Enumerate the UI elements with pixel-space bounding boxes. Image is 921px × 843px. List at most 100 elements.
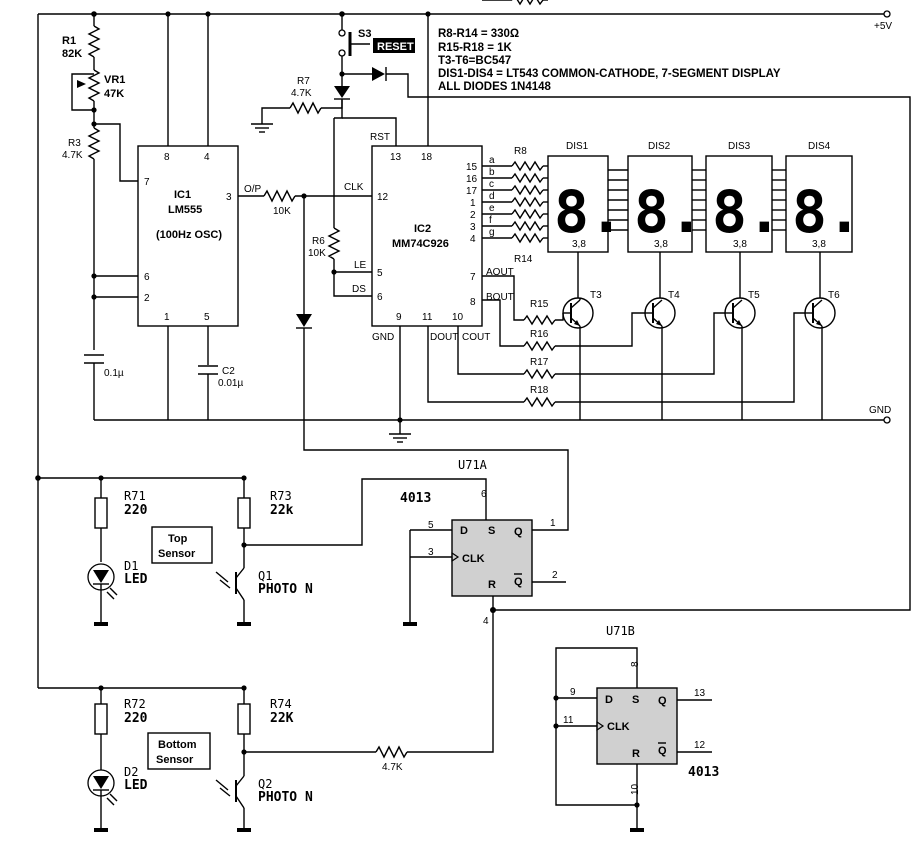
r3-name: R3 xyxy=(68,138,81,149)
display-pin-label: 3,8 xyxy=(812,239,826,250)
c1-value: 0.1µ xyxy=(104,368,124,379)
s3-name: S3 xyxy=(358,28,371,40)
svg-text:Sensor: Sensor xyxy=(158,548,196,560)
seg-pin-label: 4 xyxy=(470,234,476,245)
seg-pin-label: 1 xyxy=(470,198,476,209)
d1-name: D1 xyxy=(124,559,138,573)
ic2-pin-label: 11 xyxy=(422,312,433,323)
ic1-desc: (100Hz OSC) xyxy=(156,229,222,241)
u71a-pin-label: 5 xyxy=(428,520,434,531)
d2-type: LED xyxy=(124,778,148,793)
q2-phototransistor xyxy=(215,775,251,832)
u71b-pin-label: 11 xyxy=(563,715,574,726)
r71-resistor xyxy=(94,478,108,562)
u71b-pins xyxy=(553,647,712,832)
note-line: R15-R18 = 1K xyxy=(438,42,513,54)
seg-letter: c xyxy=(489,179,494,190)
ic2-rst-label: RST xyxy=(370,132,390,143)
r1-name: R1 xyxy=(62,35,76,47)
u71b-part: 4013 xyxy=(688,765,719,780)
display-pin-label: 3,8 xyxy=(572,239,586,250)
ic2-pin-label: 12 xyxy=(377,192,389,203)
seg-pin-label: 16 xyxy=(466,174,478,185)
ic2-cout-label: COUT xyxy=(462,332,490,343)
r74-resistor xyxy=(237,612,494,776)
reset-diodes xyxy=(334,67,911,611)
transistor-t6 xyxy=(804,297,836,420)
r74-value: 22K xyxy=(270,711,294,726)
r6-value: 10K xyxy=(308,248,326,259)
u71b-pin-label: 13 xyxy=(694,688,706,699)
ic1-pin-label: 1 xyxy=(164,312,170,323)
u71a-pin-label: 2 xyxy=(552,570,558,581)
seg-letter: f xyxy=(489,215,492,226)
base-resistor-wiring xyxy=(427,275,805,408)
u71a-body xyxy=(451,519,533,597)
ic2-name: IC2 xyxy=(414,223,431,235)
ic1-pin-label: 3 xyxy=(226,192,232,203)
segment-resistors xyxy=(481,0,549,243)
display-dis2: 8. 3,8 xyxy=(627,155,704,253)
seg-letter: d xyxy=(489,191,495,202)
r72-name: R72 xyxy=(124,697,146,711)
seg-pin-label: 3 xyxy=(470,222,476,233)
ic2-body xyxy=(371,145,483,327)
ic1-pin-label: 2 xyxy=(144,293,150,304)
seg-pin-label: 17 xyxy=(466,186,478,197)
r3-value: 4.7K xyxy=(62,150,83,161)
r7-name: R7 xyxy=(297,76,310,87)
r6-resistor xyxy=(327,118,372,297)
u71b-pin-label: 9 xyxy=(570,687,576,698)
u71a-pins xyxy=(403,529,566,626)
r71-name: R71 xyxy=(124,489,146,503)
ic1-pin-label: 4 xyxy=(204,152,210,163)
ic2-ground xyxy=(388,326,412,443)
note-line: ALL DIODES 1N4148 xyxy=(438,81,552,93)
transistor-t4 xyxy=(644,297,676,420)
reset-button-label-bg xyxy=(373,38,415,53)
t6-name: T6 xyxy=(828,290,840,301)
r73-resistor xyxy=(237,478,487,568)
ic2-pin-label: 7 xyxy=(470,272,476,283)
u71a-s-label: S xyxy=(488,525,495,537)
u71b-q-label: Q xyxy=(658,695,667,707)
d2-name: D2 xyxy=(124,765,138,779)
u71a-pin-label: 3 xyxy=(428,547,434,558)
t3-name: T3 xyxy=(590,290,602,301)
vr1-potentiometer xyxy=(71,69,101,128)
ic1-pin-label: 8 xyxy=(164,152,170,163)
r73-value: 22k xyxy=(270,503,294,518)
r72-value: 220 xyxy=(124,711,148,726)
u71b-clk-label: CLK xyxy=(607,721,630,733)
display-digit: 8. xyxy=(634,178,704,246)
note-line: DIS1-DIS4 = LT543 COMMON-CATHODE, 7-SEGM… xyxy=(438,68,781,80)
clk-diode xyxy=(296,196,569,531)
seg-letter: e xyxy=(489,203,495,214)
seg-letter: g xyxy=(489,227,495,238)
vr1-name: VR1 xyxy=(104,74,125,86)
vcc-rail xyxy=(38,10,891,18)
u71a-qbar-label: Q xyxy=(514,576,523,588)
q1-phototransistor xyxy=(215,567,251,626)
op-resistor-value: 10K xyxy=(273,206,291,217)
transistor-t5 xyxy=(724,297,756,420)
c1-capacitor xyxy=(84,354,104,420)
display-digit: 8. xyxy=(554,178,624,246)
notes-block: R8-R14 = 330Ω R15-R18 = 1K T3-T6=BC547 D… xyxy=(438,28,781,93)
reset-label: RESET xyxy=(377,41,414,53)
r74-name: R74 xyxy=(270,697,292,711)
ic2-le-label: LE xyxy=(354,260,367,271)
dis3-name: DIS3 xyxy=(728,141,751,152)
u71a-d-label: D xyxy=(460,525,468,537)
u71b-s-label: S xyxy=(632,694,639,706)
ic2-pin-label: 13 xyxy=(390,152,402,163)
u71b-pin-label: 12 xyxy=(694,740,706,751)
gnd-label: GND xyxy=(869,405,891,416)
bottom-sensor-label: Bottom Sensor xyxy=(147,732,211,770)
r71-value: 220 xyxy=(124,503,148,518)
ic2-pin-label: 18 xyxy=(421,152,433,163)
r8-name: R8 xyxy=(514,146,527,157)
r7-value: 4.7K xyxy=(291,88,312,99)
dis2-name: DIS2 xyxy=(648,141,671,152)
